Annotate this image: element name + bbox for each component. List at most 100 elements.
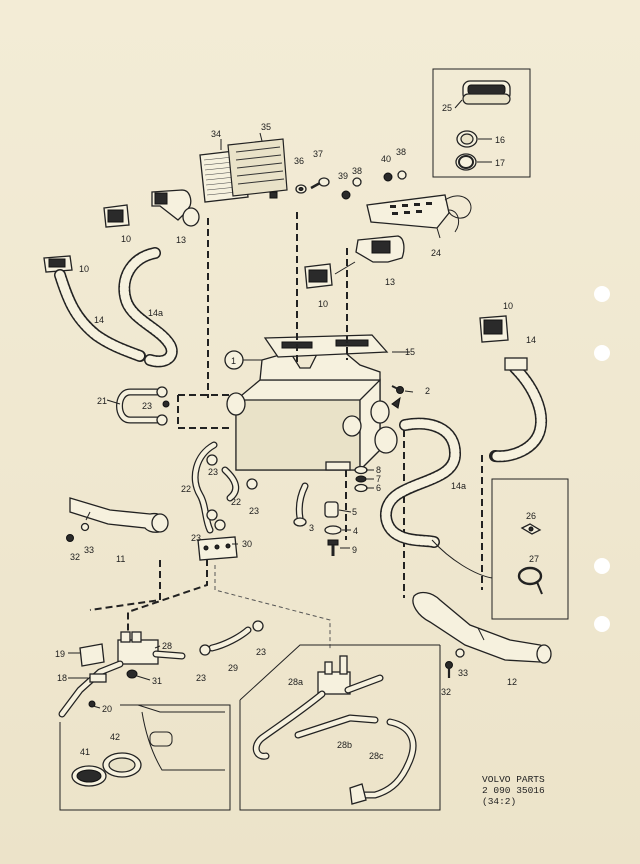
screw-33-left — [80, 522, 90, 532]
clips-23-left — [156, 386, 170, 426]
duct-13-top-left — [151, 189, 200, 227]
callout-23-d: 23 — [191, 533, 201, 543]
callout-16: 16 — [495, 135, 505, 145]
inset-box-vent — [59, 704, 231, 811]
callout-7: 7 — [376, 474, 381, 484]
hose-14a-left — [118, 247, 178, 368]
callout-5: 5 — [352, 507, 357, 517]
pipe-21 — [116, 388, 164, 424]
callout-39: 39 — [338, 171, 348, 181]
callout-34: 34 — [211, 129, 221, 139]
hose-14a-right — [380, 417, 461, 548]
bracket-19 — [79, 643, 105, 667]
callout-14a-right: 14a — [451, 481, 466, 491]
callout-15: 15 — [405, 347, 415, 357]
hose-14-right — [489, 357, 548, 463]
dashed-leaders — [89, 212, 483, 650]
callout-37: 37 — [313, 149, 323, 159]
footer-section-code: (34:2) — [482, 796, 517, 807]
callout-25: 25 — [442, 103, 452, 113]
callout-33-right: 33 — [458, 668, 468, 678]
callout-28a: 28a — [288, 677, 303, 687]
callout-11: 11 — [116, 554, 125, 564]
inset-box-pipes — [239, 644, 441, 811]
screw-37 — [310, 177, 330, 190]
inset-box-clamps — [491, 478, 569, 620]
document-reference: VOLVO PARTS 2 090 35016 (34:2) — [482, 774, 545, 807]
callout-14-right: 14 — [526, 335, 536, 345]
callout-23-b: 23 — [208, 467, 218, 477]
callout-28b: 28b — [337, 740, 352, 750]
callout-35: 35 — [261, 122, 271, 132]
callout-20: 20 — [102, 704, 112, 714]
callout-41: 41 — [80, 747, 90, 757]
bush-5 — [324, 501, 339, 518]
grille-41 — [71, 765, 107, 787]
grille-25 — [462, 80, 511, 105]
clamp-27 — [517, 566, 543, 595]
callout-29: 29 — [228, 663, 238, 673]
callout-10-top-left: 10 — [121, 234, 131, 244]
part-18 — [89, 673, 107, 683]
callout-42: 42 — [110, 732, 120, 742]
callout-23-c: 23 — [249, 506, 259, 516]
callout-17: 17 — [495, 158, 505, 168]
washer-36 — [295, 184, 307, 194]
callout-22-right: 22 — [231, 497, 241, 507]
callout-18: 18 — [57, 673, 67, 683]
callout-12: 12 — [507, 677, 517, 687]
binder-hole-4 — [594, 616, 610, 632]
callout-32-left: 32 — [70, 552, 80, 562]
callout-26: 26 — [526, 511, 536, 521]
footer-part-number: 2 090 35016 — [482, 785, 545, 796]
callout-14-left: 14 — [94, 315, 104, 325]
callout-38-b: 38 — [396, 147, 406, 157]
callout-14a-left: 14a — [148, 308, 163, 318]
cap-17 — [455, 153, 477, 171]
callout-28: 28 — [162, 641, 172, 651]
washers-6-7-8 — [354, 465, 368, 493]
callout-9: 9 — [352, 545, 357, 555]
pipe-28b — [252, 674, 384, 760]
heater-unit-1 — [226, 334, 398, 472]
footer-brand: VOLVO PARTS — [482, 774, 545, 785]
screw-32-left — [66, 534, 74, 542]
outlet-10-top-left — [103, 204, 130, 228]
connector-30 — [197, 536, 238, 561]
gasket-42 — [102, 752, 142, 778]
callout-21: 21 — [97, 396, 107, 406]
callout-13-center: 13 — [385, 277, 395, 287]
callout-10-center: 10 — [318, 299, 328, 309]
callout-2: 2 — [425, 386, 430, 396]
screw-2 — [391, 385, 404, 409]
callout-24: 24 — [431, 248, 441, 258]
callout-13-top-left: 13 — [176, 235, 186, 245]
washer-4 — [324, 525, 342, 535]
nut-40 — [383, 172, 393, 182]
outlet-10-center — [304, 261, 356, 289]
callout-19: 19 — [55, 649, 65, 659]
control-bracket-24 — [366, 194, 472, 239]
callout-labels: 1 2 3 4 5 6 7 8 9 10 10 10 10 11 12 13 1… — [55, 103, 539, 761]
hose-clamp-3 — [293, 482, 309, 527]
clip-26 — [520, 523, 542, 535]
callout-38-a: 38 — [352, 166, 362, 176]
callout-8: 8 — [376, 465, 381, 475]
callout-30: 30 — [242, 539, 252, 549]
callout-33-left: 33 — [84, 545, 94, 555]
nut-38a — [352, 177, 362, 187]
label-leaders — [68, 390, 414, 709]
hoses-22 — [191, 441, 258, 534]
duct-12 — [412, 591, 552, 664]
callout-22-left: 22 — [181, 484, 191, 494]
nut-38b — [397, 170, 407, 180]
callout-10-right: 10 — [503, 301, 513, 311]
hose-29 — [199, 620, 264, 656]
callout-10-far-left: 10 — [79, 264, 89, 274]
callout-28c: 28c — [369, 751, 384, 761]
cap-16 — [456, 130, 478, 148]
bolt-9 — [327, 539, 339, 556]
callout-1: 1 — [231, 356, 236, 366]
